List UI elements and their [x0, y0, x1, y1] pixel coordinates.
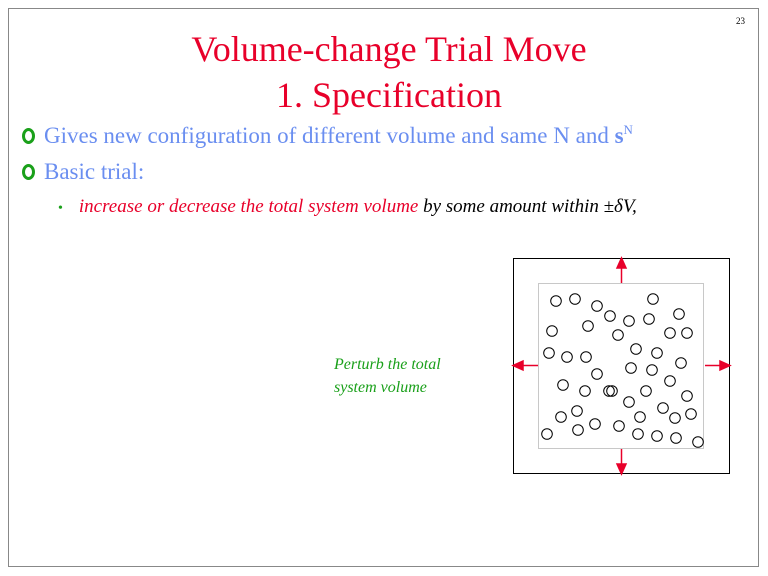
particle-circle — [692, 436, 704, 448]
particle-circle — [623, 396, 635, 408]
particle-circle — [634, 411, 646, 423]
particle-circle — [664, 375, 676, 387]
bullet-text: Basic trial: — [44, 159, 145, 184]
particle-circle — [571, 405, 583, 417]
figure-caption-line1: Perturb the total — [334, 356, 441, 373]
particle-circle — [546, 325, 558, 337]
particle-circle — [675, 357, 687, 369]
particle-circle — [604, 310, 616, 322]
particle-circle — [673, 308, 685, 320]
particle-circle — [591, 300, 603, 312]
slide-title-line2: 1. Specification — [276, 75, 502, 115]
bullet-symbol: s — [614, 123, 624, 148]
arrow-down-icon — [615, 449, 628, 476]
bullet-item: Basic trial: — [22, 159, 144, 185]
particle-circle — [651, 347, 663, 359]
slide-title-line1: Volume-change Trial Move — [191, 29, 587, 69]
sub-bullet-black-text: by some amount within ±δV, — [418, 196, 637, 217]
particle-circle — [670, 432, 682, 444]
dot-bullet-icon: • — [58, 201, 63, 216]
particle-circle — [681, 327, 693, 339]
particle-circle — [664, 327, 676, 339]
particle-circle — [591, 368, 603, 380]
particle-circle — [646, 364, 658, 376]
particle-circle — [623, 315, 635, 327]
arrow-left-icon — [511, 359, 538, 372]
inner-box — [538, 283, 704, 449]
bullet-item: Gives new configuration of different vol… — [22, 122, 633, 149]
particle-circle — [589, 418, 601, 430]
particle-circle — [657, 402, 669, 414]
slide-frame — [8, 8, 759, 567]
bullet-text: Gives new configuration of different vol… — [44, 123, 615, 148]
arrow-right-icon — [705, 359, 732, 372]
page-number: 23 — [736, 16, 745, 26]
sub-bullet-red-text: increase or decrease the total system vo… — [78, 196, 419, 217]
particle-circle — [550, 295, 562, 307]
bullet-superscript: N — [623, 122, 633, 137]
particle-circle — [543, 347, 555, 359]
circle-bullet-icon — [22, 128, 35, 144]
particle-circle — [606, 385, 618, 397]
sub-bullet-item: • increase or decrease the total system v… — [58, 196, 637, 218]
particle-circle — [541, 428, 553, 440]
particle-circle — [643, 313, 655, 325]
particle-circle — [632, 428, 644, 440]
particle-circle — [580, 351, 592, 363]
figure-caption-line2: system volume — [334, 379, 427, 396]
particle-circle — [582, 320, 594, 332]
particle-circle — [555, 411, 567, 423]
particle-circle — [569, 293, 581, 305]
outer-box — [513, 258, 730, 474]
particle-circle — [557, 379, 569, 391]
figure-caption: Perturb the total system volume — [334, 353, 441, 399]
particle-circle — [612, 329, 624, 341]
particle-circle — [561, 351, 573, 363]
particle-circle — [625, 362, 637, 374]
particle-circle — [630, 343, 642, 355]
particle-circle — [651, 430, 663, 442]
arrow-up-icon — [615, 256, 628, 283]
particle-circle — [572, 424, 584, 436]
particle-circle — [603, 385, 615, 397]
particle-circle — [681, 390, 693, 402]
circle-bullet-icon — [22, 164, 35, 180]
particle-circle — [613, 420, 625, 432]
particle-circle — [685, 408, 697, 420]
particle-circle — [640, 385, 652, 397]
particle-circle — [669, 412, 681, 424]
particle-circle — [647, 293, 659, 305]
particle-circle — [579, 385, 591, 397]
